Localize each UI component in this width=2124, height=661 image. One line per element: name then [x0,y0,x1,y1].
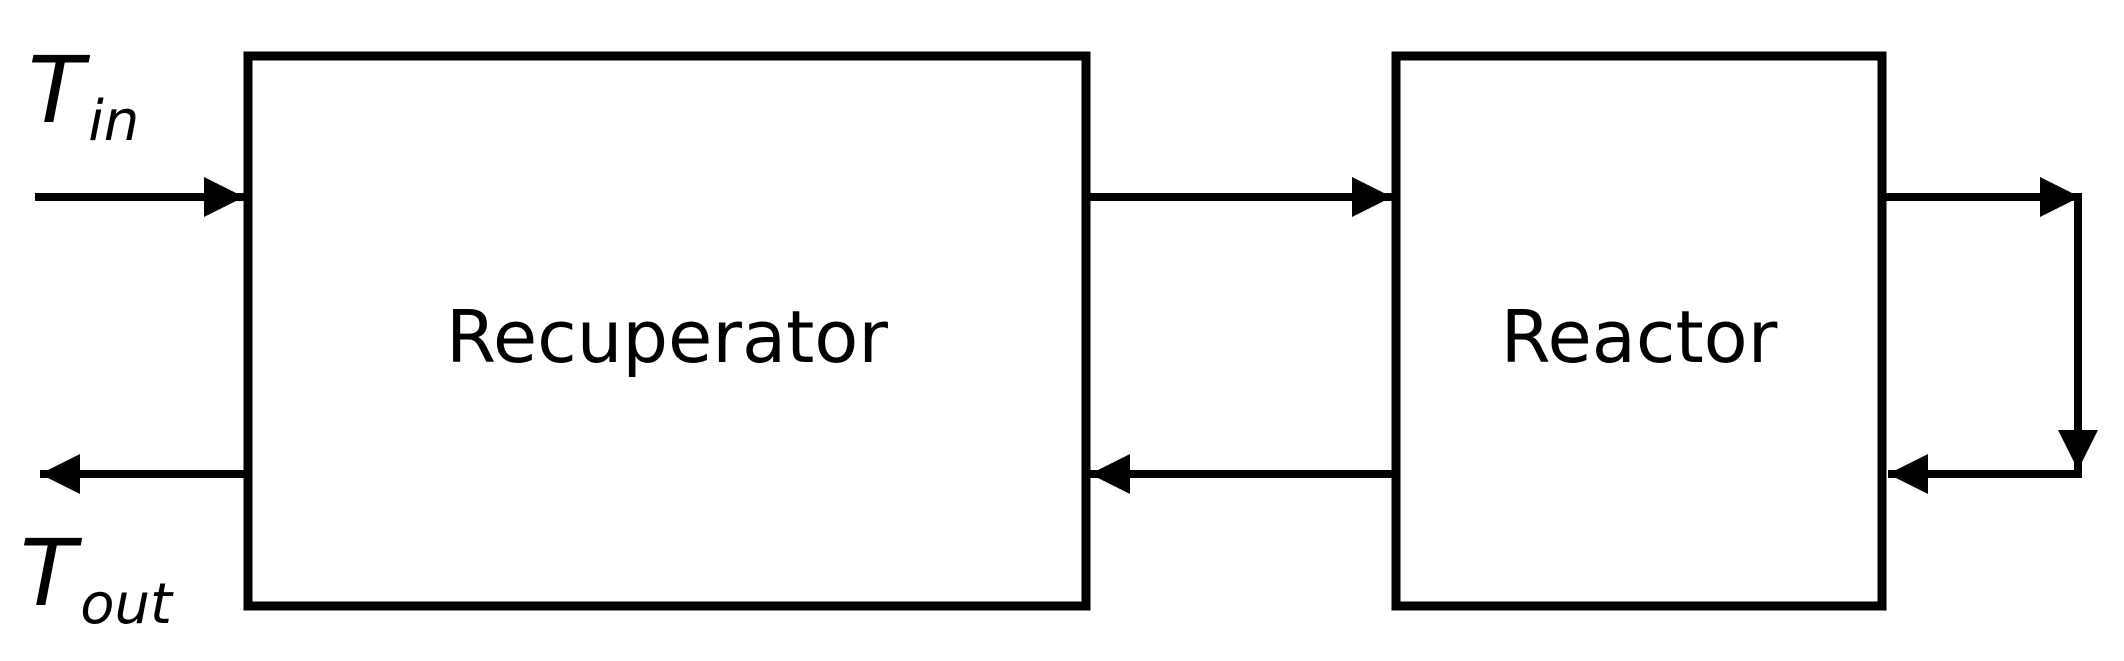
outlet-temperature-label: Tout [20,520,174,637]
reactor-label: Reactor [1501,295,1778,379]
recuperator-block [243,51,1091,611]
inlet-temperature-label: Tin [28,37,139,154]
recuperator-label: Recuperator [446,295,888,379]
outlet-temperature-subscript: out [80,572,174,637]
inlet-temperature-subscript: in [88,89,139,154]
inlet-temperature-symbol: T [28,37,91,144]
outlet-temperature-symbol: T [20,520,83,627]
reactor-block [1391,51,1887,611]
